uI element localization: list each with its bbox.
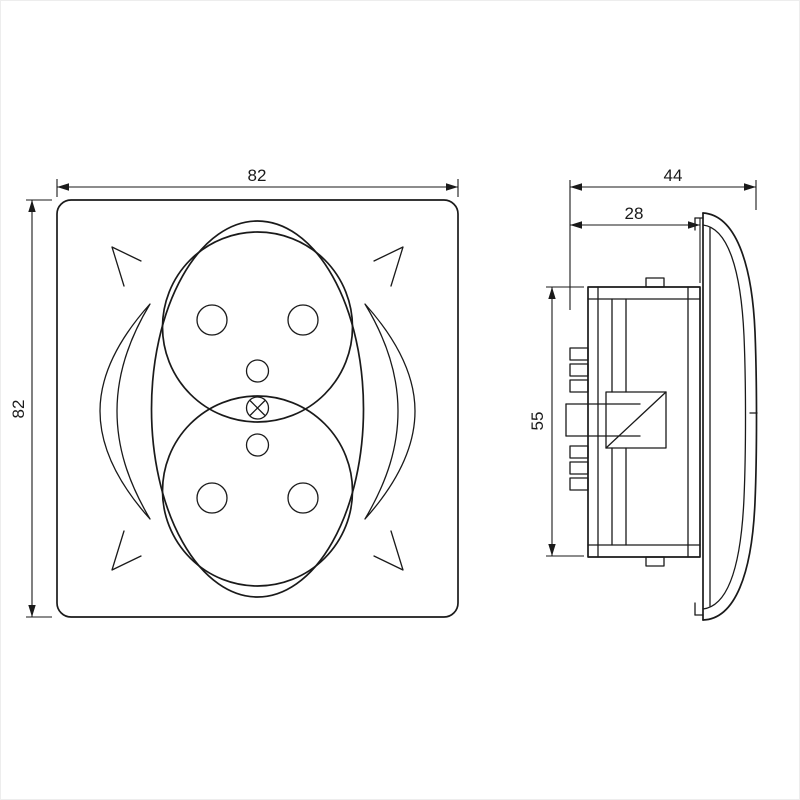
side-relief-left — [99, 303, 151, 520]
corner-mark-top-left — [111, 246, 142, 287]
front-width-label: 82 — [248, 166, 267, 185]
side-body-depth-label: 28 — [625, 204, 644, 223]
dimension-side-body-depth: 28 — [570, 204, 701, 283]
cover-profile — [694, 212, 758, 621]
side-relief-right — [364, 303, 416, 520]
corner-mark-top-right — [373, 246, 404, 287]
side-height-label: 55 — [528, 412, 547, 431]
front-view: 82 82 — [9, 166, 459, 618]
ground-pin-hole-bottom — [245, 433, 270, 457]
pin-hole-top-left — [196, 304, 228, 336]
mechanism-body — [587, 277, 701, 567]
mounting-tab-top — [645, 277, 665, 288]
center-screw-icon — [245, 396, 270, 420]
mounting-tab-bottom — [645, 556, 665, 567]
corner-mark-bottom-right — [373, 530, 404, 571]
dimension-front-height: 82 — [9, 199, 52, 618]
pin-hole-bottom-right — [287, 482, 319, 514]
pin-hole-bottom-left — [196, 482, 228, 514]
pin-hole-top-right — [287, 304, 319, 336]
socket-top-circle — [161, 231, 354, 423]
socket-bottom-circle — [161, 395, 354, 587]
faceplate-outline — [56, 199, 459, 618]
dimension-side-total-depth: 44 — [569, 166, 757, 310]
corner-mark-bottom-left — [111, 530, 142, 571]
ground-pin-hole-top — [245, 359, 270, 383]
expansion-claws — [569, 347, 589, 491]
side-total-depth-label: 44 — [664, 166, 683, 185]
socket-oval-outline — [150, 220, 365, 598]
dimension-side-height: 55 — [528, 286, 584, 557]
front-height-label: 82 — [9, 400, 28, 419]
dimension-front-width: 82 — [56, 166, 459, 197]
claw-clamp-bracket — [565, 391, 667, 449]
side-view: 44 28 55 — [528, 166, 758, 621]
